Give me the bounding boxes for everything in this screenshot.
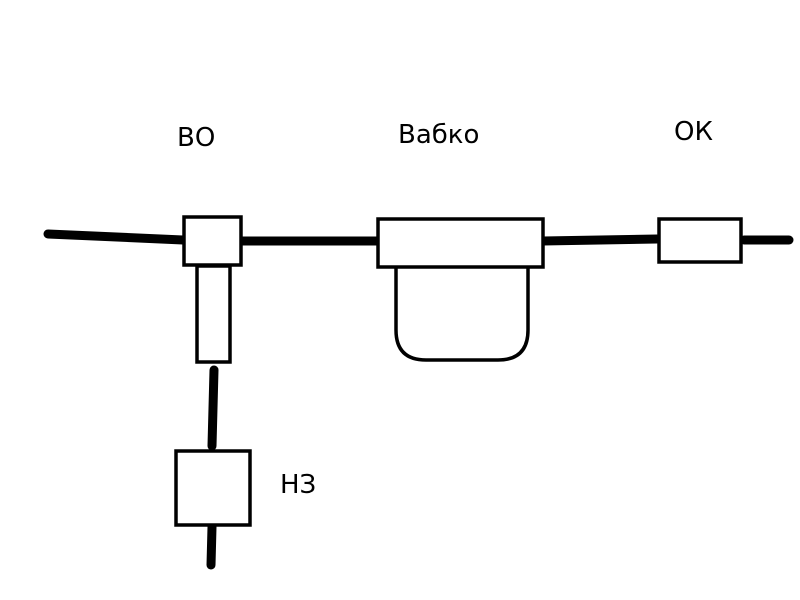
babko-reservoir xyxy=(394,267,530,362)
ok-label: ОК xyxy=(674,117,713,147)
vo-label: ВО xyxy=(177,123,215,153)
pipe-vo-to-nz xyxy=(207,365,219,451)
pipe-babko-to-ok xyxy=(538,234,662,246)
vo-valve-stem xyxy=(195,264,232,364)
pipe-nz-outlet xyxy=(206,522,217,570)
pipe-inlet-left xyxy=(43,229,188,245)
babko-unit xyxy=(376,217,545,269)
nz-label: НЗ xyxy=(280,470,316,500)
nz-block xyxy=(174,449,252,527)
ok-block xyxy=(657,217,743,264)
vo-valve-block xyxy=(182,215,243,267)
babko-label: Вабко xyxy=(398,120,479,150)
